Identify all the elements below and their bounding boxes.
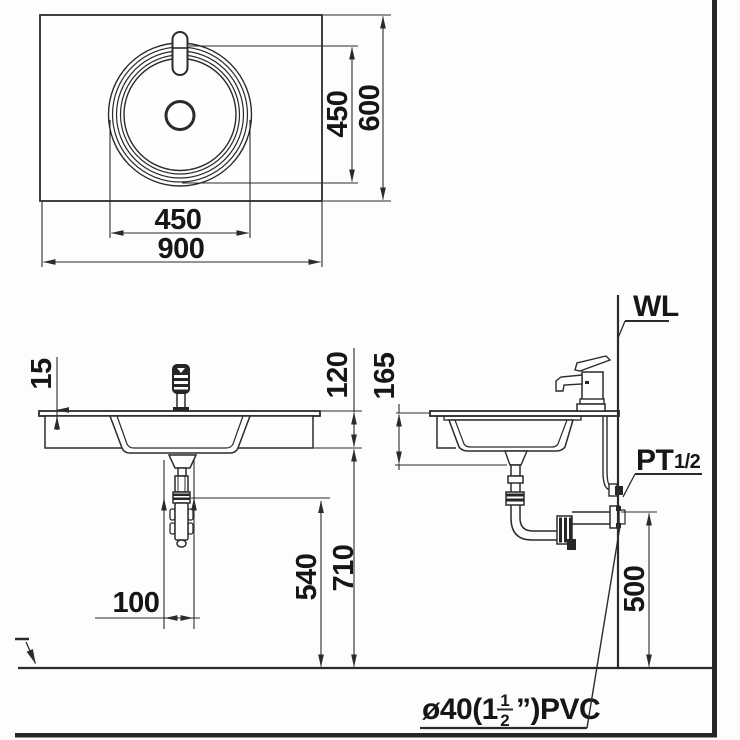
frame-border-right	[712, 0, 717, 737]
faucet-front	[172, 364, 190, 411]
dim-label-120: 120	[322, 352, 354, 399]
front-view: 15 100 540 120 710	[26, 348, 362, 668]
dim-label-600: 600	[354, 85, 386, 132]
pvc-note-group: ø40(1 1 2 ”)PVC	[420, 525, 621, 730]
supply-pipe-side	[602, 416, 623, 497]
pvc-note-prefix: ø40(1	[422, 693, 498, 726]
pt-label: PT	[636, 444, 674, 477]
dim-label-500: 500	[619, 566, 651, 613]
counter-apron-side	[436, 416, 456, 449]
pvc-note-fraction-denominator: 2	[500, 711, 509, 730]
dim-label-900: 900	[158, 233, 205, 265]
drain-hole-plan	[164, 100, 196, 131]
faucet-side	[555, 355, 612, 412]
dim-basin-width-plan: 450	[109, 120, 251, 238]
floor-group	[15, 637, 713, 670]
dim-slab-thickness: 15	[26, 357, 70, 430]
dim-counter-depth-plan: 600	[323, 14, 391, 202]
dim-counter-width-plan: 900	[41, 202, 323, 267]
pt-size-label: 1/2	[674, 451, 701, 473]
basin-bowl-front	[108, 415, 252, 454]
dim-label-540: 540	[291, 554, 323, 601]
dim-basin-depth-plan: 450	[182, 45, 358, 184]
dim-drain-offset: 100	[95, 587, 200, 621]
plan-view: 450 600 450 900	[39, 14, 391, 267]
p-trap-side	[504, 450, 626, 550]
pvc-note-leader	[586, 525, 621, 729]
basin-bowl-side	[443, 415, 582, 452]
dim-basin-depth-side: 165	[369, 352, 507, 470]
bottle-trap-front	[167, 454, 198, 548]
dim-trap-height: 540	[191, 497, 330, 668]
dim-label-710: 710	[328, 545, 360, 592]
dim-label-450-horizontal: 450	[155, 204, 202, 236]
pvc-note-fraction-numerator: 1	[500, 691, 509, 710]
dim-outlet-height: 500	[619, 511, 657, 668]
dim-label-15: 15	[26, 358, 58, 390]
trap-plug	[567, 539, 576, 550]
wall-line-group: WL	[616, 290, 679, 668]
side-view: WL PT 1/2 165 500	[369, 290, 702, 668]
floor-leader-line	[25, 641, 37, 665]
wall-line-label: WL	[633, 290, 679, 323]
faucet-plan	[171, 31, 189, 76]
frame-border-bottom	[15, 733, 717, 738]
dim-label-450-vertical: 450	[322, 91, 354, 138]
dim-label-165: 165	[369, 352, 401, 399]
drain-extension-lines	[161, 460, 197, 629]
pvc-note-suffix: ”)PVC	[516, 693, 600, 726]
dim-label-100: 100	[113, 587, 160, 619]
pt-label-group: PT 1/2	[622, 444, 702, 498]
dim-fascia-and-underside: 120 710	[314, 348, 362, 668]
